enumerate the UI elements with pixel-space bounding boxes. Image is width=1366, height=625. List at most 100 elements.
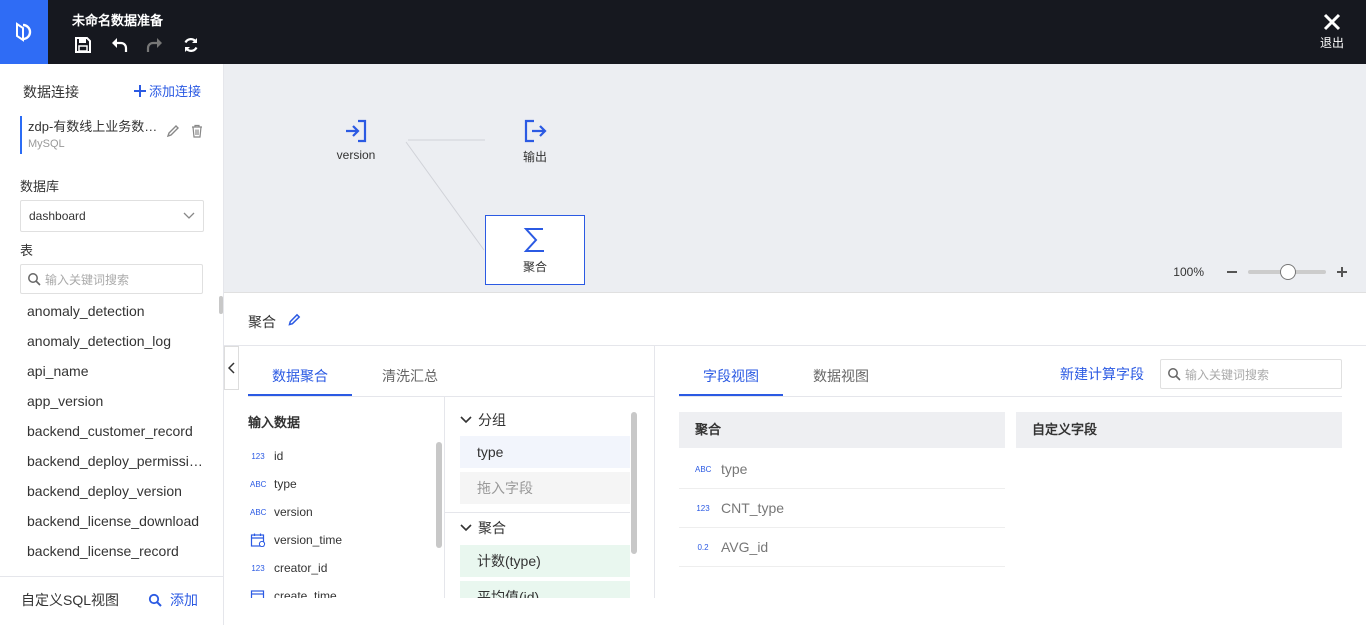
result-tabs: 字段视图 数据视图 xyxy=(679,356,1342,397)
field-item[interactable]: 123 creator_id xyxy=(250,554,327,582)
field-name: create_time xyxy=(274,589,337,598)
field-item[interactable]: 123 id xyxy=(250,442,283,470)
table-search-placeholder: 输入关键词搜索 xyxy=(45,272,130,287)
edit-icon[interactable] xyxy=(288,313,301,326)
node-output[interactable]: 输出 xyxy=(511,118,559,165)
chevron-left-icon xyxy=(227,362,235,374)
add-connection-label: 添加连接 xyxy=(148,84,201,99)
panel-header: 聚合 xyxy=(224,294,1366,346)
chevron-down-icon xyxy=(460,524,472,532)
table-item[interactable]: backend_deploy_permission xyxy=(27,453,203,469)
chevron-down-icon xyxy=(460,416,472,424)
field-name: version_time xyxy=(274,533,343,547)
flow-connectors xyxy=(405,139,485,251)
table-item[interactable]: api_name xyxy=(27,363,89,379)
table-item[interactable]: anomaly_detection xyxy=(27,303,145,319)
node-aggregate[interactable]: 聚合 xyxy=(485,215,585,285)
result-field-row[interactable]: 123 CNT_type xyxy=(679,489,1005,528)
database-select[interactable]: dashboard xyxy=(20,200,204,232)
tab-clean-summary[interactable]: 清洗汇总 xyxy=(382,368,438,384)
add-connection-button[interactable]: 添加连接 xyxy=(133,81,201,100)
field-item[interactable]: ABC version xyxy=(250,498,313,526)
zoom-in-icon[interactable] xyxy=(1336,266,1348,278)
left-sidebar: 数据连接 添加连接 zdp-有数线上业务数据库 MySQL 数据库 dashbo… xyxy=(0,64,224,625)
column-divider xyxy=(444,396,445,598)
redo-icon[interactable] xyxy=(142,34,168,56)
edit-icon[interactable] xyxy=(166,124,180,138)
connection-name: zdp-有数线上业务数据库 xyxy=(28,119,168,134)
custom-sql-add-button[interactable]: 添加 xyxy=(148,590,198,610)
tab-field-view[interactable]: 字段视图 xyxy=(679,356,783,396)
exit-button[interactable]: 退出 xyxy=(1320,12,1344,51)
aggregate-chip[interactable]: 计数(type) xyxy=(460,545,630,577)
table-item[interactable]: anomaly_detection_log xyxy=(27,333,171,349)
field-search-input[interactable]: 输入关键词搜索 xyxy=(1160,359,1342,389)
aggregate-section-toggle[interactable]: 聚合 xyxy=(460,518,506,538)
custom-sql-footer: 自定义SQL视图 添加 xyxy=(0,576,223,625)
new-calculated-field-link[interactable]: 新建计算字段 xyxy=(1060,366,1144,382)
connection-type: MySQL xyxy=(28,138,65,150)
group-field-chip[interactable]: type xyxy=(460,436,630,468)
exit-label: 退出 xyxy=(1319,36,1344,50)
table-item[interactable]: app_version xyxy=(27,393,104,409)
field-list-scrollbar[interactable] xyxy=(436,442,442,548)
field-name: creator_id xyxy=(274,561,328,575)
node-version[interactable]: version xyxy=(332,118,380,162)
tab-data-view[interactable]: 数据视图 xyxy=(813,368,869,384)
field-item[interactable]: version_time xyxy=(250,526,342,554)
result-aggregate-heading: 聚合 xyxy=(679,412,1005,448)
sidebar-title: 数据连接 xyxy=(23,84,79,100)
tab-data-aggregate[interactable]: 数据聚合 xyxy=(248,356,352,396)
result-field-row[interactable]: ABC type xyxy=(679,450,1005,489)
group-section-toggle[interactable]: 分组 xyxy=(460,410,506,430)
save-icon[interactable] xyxy=(70,34,96,56)
flow-canvas[interactable]: version 输出 聚合 100% xyxy=(224,64,1366,293)
zoom-slider-handle[interactable] xyxy=(1280,264,1296,280)
table-search-input[interactable]: 输入关键词搜索 xyxy=(20,264,203,294)
zoom-out-icon[interactable] xyxy=(1226,266,1238,278)
connection-item[interactable]: zdp-有数线上业务数据库 MySQL xyxy=(20,116,206,154)
table-item[interactable]: backend_license_download xyxy=(27,513,200,529)
field-item[interactable]: create_time xyxy=(250,582,337,598)
section-divider xyxy=(445,512,630,513)
input-icon xyxy=(346,119,367,143)
search-icon xyxy=(28,273,41,286)
plus-icon xyxy=(133,84,146,97)
database-select-value: dashboard xyxy=(29,209,86,223)
field-list-clip: create_time xyxy=(248,582,438,598)
output-icon xyxy=(524,119,547,143)
table-item[interactable]: backend_customer_record xyxy=(27,423,193,439)
app-logo-icon[interactable] xyxy=(0,0,48,64)
field-item[interactable]: ABC type xyxy=(250,470,297,498)
collapse-sidebar-button[interactable] xyxy=(224,346,239,390)
input-data-heading: 输入数据 xyxy=(248,415,301,430)
aggregate-heading: 聚合 xyxy=(478,520,506,536)
undo-icon[interactable] xyxy=(106,34,132,56)
custom-sql-label: 自定义SQL视图 xyxy=(21,592,120,608)
field-name: id xyxy=(274,449,284,463)
trash-icon[interactable] xyxy=(190,124,204,138)
refresh-icon[interactable] xyxy=(178,34,204,56)
chevron-down-icon xyxy=(183,212,195,219)
text-type-icon: ABC xyxy=(250,479,267,489)
table-item[interactable]: backend_license_record xyxy=(27,543,179,559)
config-scrollbar[interactable] xyxy=(631,412,637,554)
node-label: 聚合 xyxy=(522,260,547,274)
table-list-scrollbar[interactable] xyxy=(219,296,223,314)
number-type-icon: 123 xyxy=(251,563,265,573)
table-label: 表 xyxy=(20,243,34,258)
search-icon xyxy=(1168,368,1181,381)
field-search-placeholder: 输入关键词搜索 xyxy=(1185,367,1270,382)
table-list: anomaly_detection anomaly_detection_log … xyxy=(0,296,218,566)
result-field-name: type xyxy=(721,461,748,477)
node-label: 输出 xyxy=(522,150,547,164)
config-tabs: 数据聚合 清洗汇总 xyxy=(248,356,654,397)
aggregate-chip[interactable]: 平均值(id) xyxy=(460,581,630,598)
group-drop-zone[interactable]: 拖入字段 xyxy=(460,472,630,504)
result-field-row[interactable]: 0.2 AVG_id xyxy=(679,528,1005,567)
decimal-type-icon: 0.2 xyxy=(697,542,709,552)
document-title[interactable]: 未命名数据准备 xyxy=(72,13,164,28)
result-field-name: CNT_type xyxy=(721,500,785,516)
zoom-slider[interactable] xyxy=(1248,264,1326,280)
table-item[interactable]: backend_deploy_version xyxy=(27,483,182,499)
